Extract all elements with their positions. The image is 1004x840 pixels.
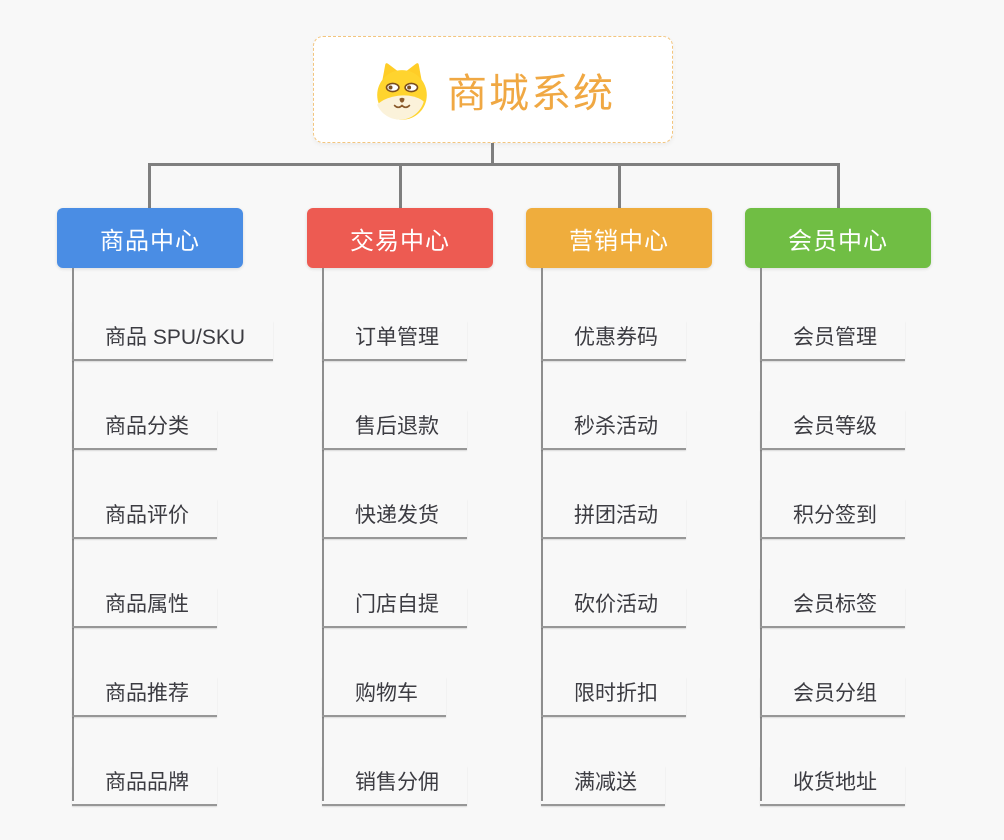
connector-drop (148, 163, 151, 209)
leaf-node[interactable]: 积分签到 (760, 499, 905, 539)
leaf-node[interactable]: 商品属性 (72, 588, 217, 628)
branch-header-product[interactable]: 商品中心 (57, 208, 243, 268)
leaf-node[interactable]: 砍价活动 (541, 588, 686, 628)
leaf-node[interactable]: 快递发货 (322, 499, 467, 539)
leaf-node[interactable]: 门店自提 (322, 588, 467, 628)
leaf-node[interactable]: 售后退款 (322, 410, 467, 450)
dog-face-icon (371, 59, 433, 121)
leaf-node[interactable]: 购物车 (322, 677, 446, 717)
leaf-node[interactable]: 商品分类 (72, 410, 217, 450)
leaf-node[interactable]: 满减送 (541, 766, 665, 806)
connector-drop (399, 163, 402, 209)
branch-product-center: 商品中心 商品 SPU/SKU 商品分类 商品评价 商品属性 商品推荐 商品品牌 (57, 208, 274, 806)
connector-drop (837, 163, 840, 209)
leaf-node[interactable]: 商品 SPU/SKU (72, 321, 274, 361)
branch-header-marketing[interactable]: 营销中心 (526, 208, 712, 268)
leaf-node[interactable]: 会员管理 (760, 321, 905, 361)
root-title: 商城系统 (447, 71, 615, 116)
leaf-node[interactable]: 订单管理 (322, 321, 467, 361)
branch-header-trade[interactable]: 交易中心 (307, 208, 493, 268)
branch-marketing-center: 营销中心 优惠券码 秒杀活动 拼团活动 砍价活动 限时折扣 满减送 (526, 208, 712, 806)
leaf-node[interactable]: 拼团活动 (541, 499, 686, 539)
connector-branch-trunk (72, 268, 74, 801)
leaf-node[interactable]: 会员等级 (760, 410, 905, 450)
branch-header-member[interactable]: 会员中心 (745, 208, 931, 268)
leaf-node[interactable]: 商品品牌 (72, 766, 217, 806)
leaf-node[interactable]: 秒杀活动 (541, 410, 686, 450)
connector-root-stub (491, 142, 494, 166)
leaf-node[interactable]: 销售分佣 (322, 766, 467, 806)
branch-trade-center: 交易中心 订单管理 售后退款 快递发货 门店自提 购物车 销售分佣 (307, 208, 493, 806)
connector-branch-trunk (322, 268, 324, 801)
root-node[interactable]: 商城系统 (313, 36, 673, 143)
leaf-node[interactable]: 优惠券码 (541, 321, 686, 361)
leaf-node[interactable]: 商品推荐 (72, 677, 217, 717)
leaf-node[interactable]: 限时折扣 (541, 677, 686, 717)
connector-drop (618, 163, 621, 209)
connector-branch-trunk (541, 268, 543, 801)
connector-branch-trunk (760, 268, 762, 801)
leaf-node[interactable]: 商品评价 (72, 499, 217, 539)
branch-member-center: 会员中心 会员管理 会员等级 积分签到 会员标签 会员分组 收货地址 (745, 208, 931, 806)
leaf-node[interactable]: 会员分组 (760, 677, 905, 717)
connector-rail (148, 163, 840, 166)
leaf-node[interactable]: 会员标签 (760, 588, 905, 628)
leaf-node[interactable]: 收货地址 (760, 766, 905, 806)
